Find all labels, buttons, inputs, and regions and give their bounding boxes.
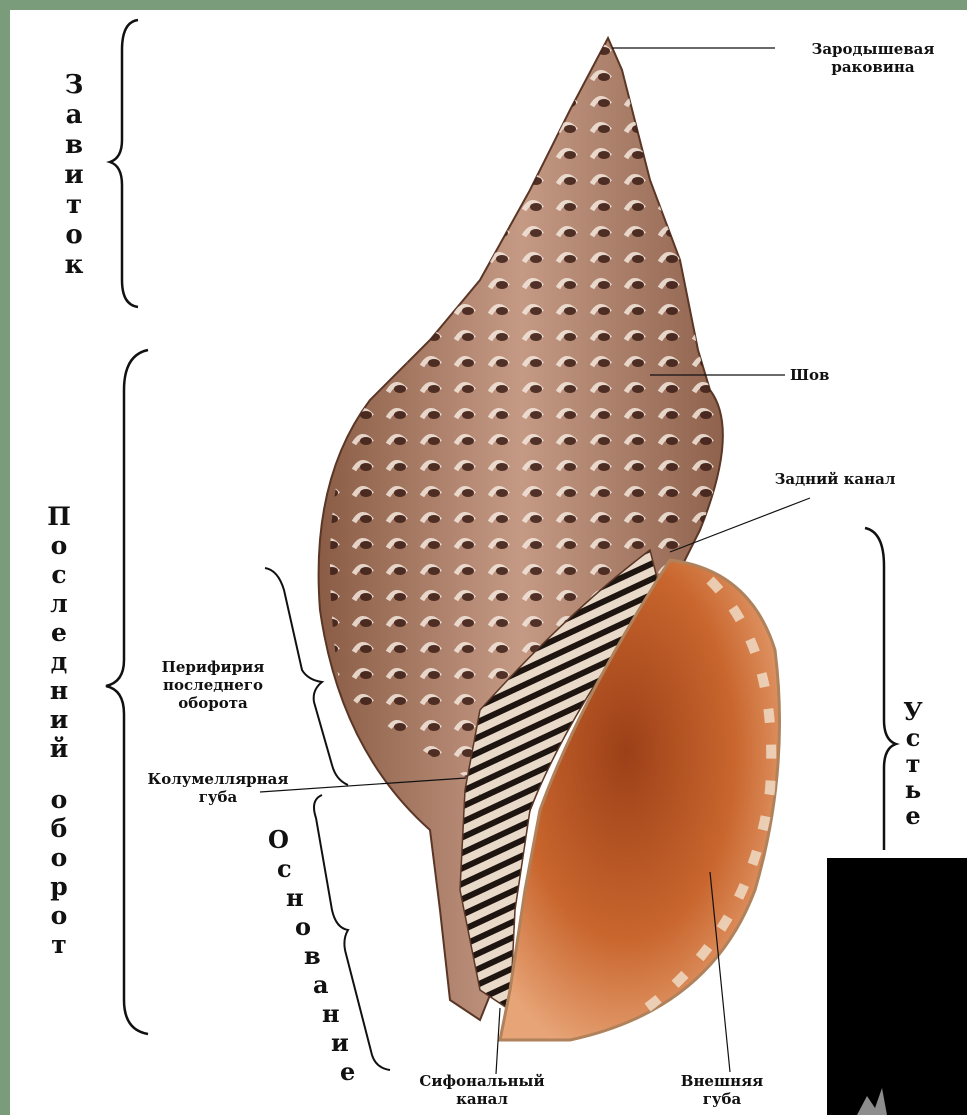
label-protoconch: Зародышевая раковина <box>788 40 958 76</box>
vertical-letter: в <box>65 132 83 158</box>
vertical-letter: т <box>66 192 82 218</box>
vertical-letter: а <box>313 973 329 997</box>
vertical-letter: о <box>51 845 68 870</box>
vertical-letter: е <box>905 804 920 828</box>
vertical-letter: р <box>50 874 67 899</box>
vertical-letter: П <box>47 504 71 529</box>
vertical-letter: о <box>51 787 68 812</box>
vertical-letter: о <box>295 915 311 939</box>
vertical-letter: и <box>50 707 69 732</box>
diagram-canvas: Зародышевая раковина Шов Задний канал Пе… <box>10 10 967 1115</box>
label-posterior-canal: Задний канал <box>740 470 930 488</box>
vertical-letter: т <box>51 932 67 957</box>
vertical-letter: о <box>51 903 68 928</box>
vertical-letter: с <box>906 726 921 750</box>
label-suture: Шов <box>790 366 870 384</box>
brace-spire <box>110 20 138 307</box>
vertical-letter: У <box>903 700 922 724</box>
brace-base <box>314 795 390 1070</box>
shell-illustration <box>10 10 967 1115</box>
vertical-letter: е <box>51 620 67 645</box>
label-siphonal-canal: Сифональный канал <box>412 1072 552 1108</box>
vertical-letter: н <box>286 886 304 910</box>
vertical-letter: о <box>51 533 68 558</box>
vertical-letter: т <box>906 752 921 776</box>
vertical-letter: д <box>51 649 68 674</box>
vertical-letter <box>55 765 64 783</box>
vertical-letter: н <box>322 1002 340 1026</box>
vertical-letter: в <box>304 944 321 968</box>
vertical-letter: е <box>340 1060 355 1084</box>
vertical-letter: к <box>65 252 84 278</box>
label-outer-lip: Внешняя губа <box>662 1072 782 1108</box>
vertical-letter: о <box>65 222 82 248</box>
vertical-letter: л <box>50 591 68 616</box>
vertical-letter: ь <box>905 778 921 802</box>
label-columellar-lip: Колумеллярная губа <box>138 770 298 806</box>
vertical-letter: а <box>66 102 83 128</box>
black-overlay <box>827 858 967 1115</box>
label-aperture: Устье <box>896 700 930 828</box>
overlay-glyph <box>827 858 967 1115</box>
brace-aperture <box>865 528 896 850</box>
vertical-letter: О <box>268 828 289 852</box>
label-spire: Завиток <box>57 72 91 278</box>
vertical-letter: б <box>51 816 68 841</box>
vertical-letter: с <box>51 562 66 587</box>
label-body-whorl: Последний оборот <box>42 504 76 957</box>
vertical-letter: и <box>331 1031 349 1055</box>
vertical-letter: н <box>50 678 68 703</box>
label-periphery: Перифирия последнего оборота <box>138 658 288 712</box>
vertical-letter: З <box>65 72 84 98</box>
vertical-letter: и <box>64 162 83 188</box>
vertical-letter: с <box>277 857 292 881</box>
vertical-letter: й <box>50 736 69 761</box>
